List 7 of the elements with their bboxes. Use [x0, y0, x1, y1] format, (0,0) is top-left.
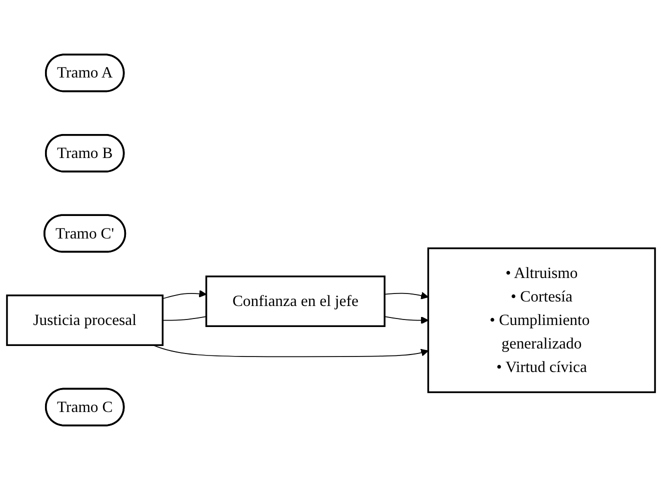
node-box: Confianza en el jefe	[205, 276, 386, 328]
node-box: Justicia procesal	[6, 294, 164, 346]
arrow	[162, 290, 207, 300]
arrow	[384, 292, 429, 300]
arrow	[384, 316, 429, 324]
node-box: • Altruismo • Cortesía • Cumplimiento generalizado • Virtud cívica	[427, 247, 656, 394]
connector	[162, 316, 207, 321]
